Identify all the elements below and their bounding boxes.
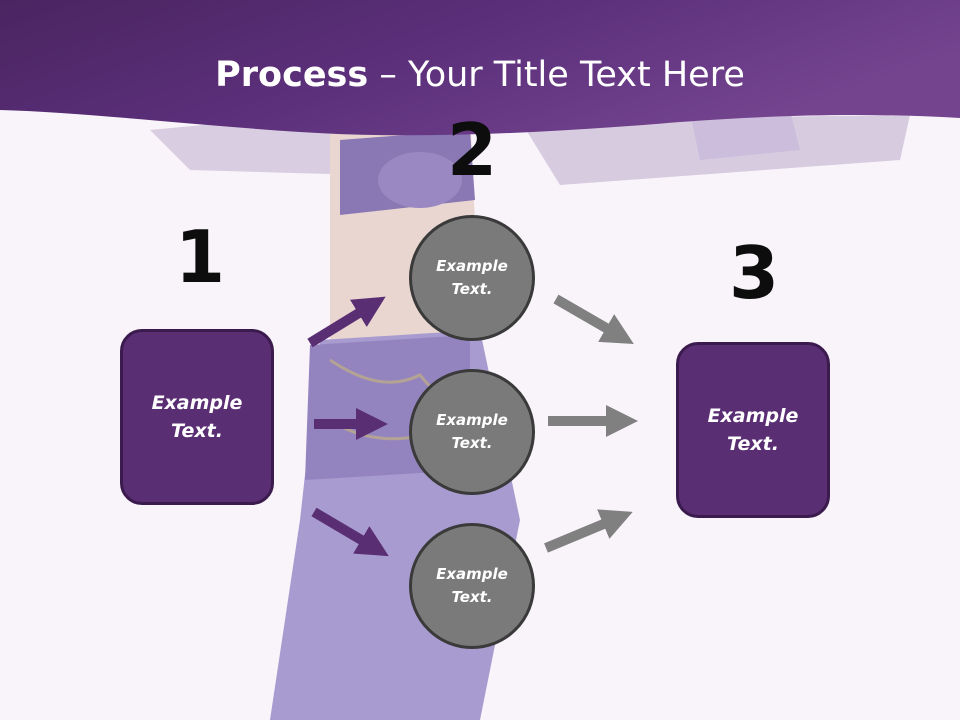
title-bold: Process xyxy=(215,55,369,95)
process-circle-2[interactable]: Example Text. xyxy=(409,369,535,495)
step-number-3: 3 xyxy=(728,231,780,315)
process-box-right-text: Example Text. xyxy=(708,402,799,458)
title-rest: – Your Title Text Here xyxy=(368,55,745,95)
box-left-line2: Text. xyxy=(171,420,223,442)
slide-title: Process – Your Title Text Here xyxy=(0,52,960,98)
box-right-line2: Text. xyxy=(727,433,779,455)
process-box-left-text: Example Text. xyxy=(152,389,243,445)
circle-2-line1: Example xyxy=(436,411,508,429)
circle-1-line2: Text. xyxy=(451,280,493,298)
arrow-to-circle-3 xyxy=(311,507,389,557)
circle-1-text: Example Text. xyxy=(436,255,508,301)
circle-3-line1: Example xyxy=(436,565,508,583)
circle-2-text: Example Text. xyxy=(436,409,508,455)
box-right-line1: Example xyxy=(707,405,799,427)
circle-2-line2: Text. xyxy=(451,434,493,452)
process-circle-1[interactable]: Example Text. xyxy=(409,215,535,341)
step-number-1: 1 xyxy=(174,215,226,299)
process-box-right[interactable]: Example Text. xyxy=(676,342,830,518)
circle-3-text: Example Text. xyxy=(436,563,508,609)
arrow-to-circle-1 xyxy=(307,296,386,348)
step-number-2: 2 xyxy=(446,108,498,192)
arrow-from-circle-1 xyxy=(553,294,634,345)
process-circle-3[interactable]: Example Text. xyxy=(409,523,535,649)
circle-1-line1: Example xyxy=(436,257,508,275)
header-band xyxy=(0,0,960,136)
arrow-from-circle-3 xyxy=(544,509,633,553)
box-left-line1: Example xyxy=(151,392,243,414)
process-box-left[interactable]: Example Text. xyxy=(120,329,274,505)
circle-3-line2: Text. xyxy=(451,588,493,606)
